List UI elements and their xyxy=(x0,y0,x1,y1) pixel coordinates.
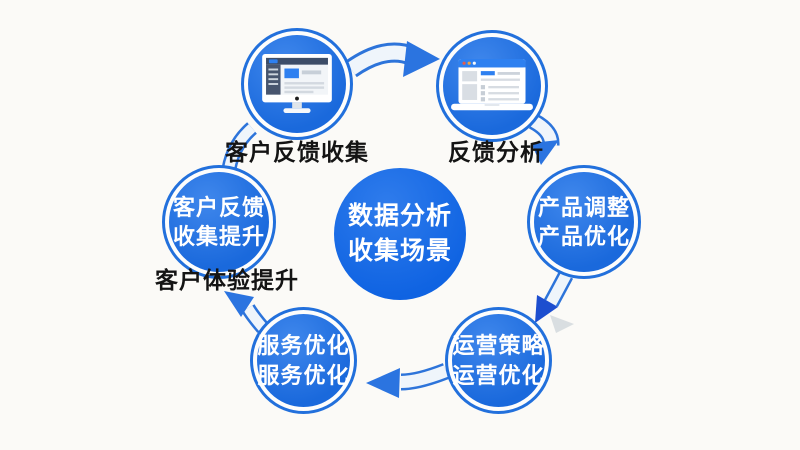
node-product-adjustment: 产品调整 产品优化 xyxy=(527,165,641,279)
arrow-top xyxy=(345,41,440,78)
center-line2: 收集场景 xyxy=(347,237,452,265)
label-customer-experience-improvement: 客户体验提升 xyxy=(155,267,299,293)
node-right-line2: 产品优化 xyxy=(537,224,630,249)
node-feedback-analysis xyxy=(436,30,548,142)
node-bottom-right-line1: 运营策略 xyxy=(452,333,545,359)
node-left-line2: 收集提升 xyxy=(172,224,265,249)
node-right-line1: 产品调整 xyxy=(537,194,630,220)
node-service-optimization: 服务优化 服务优化 xyxy=(250,307,357,414)
laptop-browser-icon xyxy=(443,37,541,135)
label-customer-feedback-collection: 客户反馈收集 xyxy=(225,139,369,165)
node-bottom-right-line2: 运营优化 xyxy=(452,362,545,388)
node-bottom-left-line2: 服务优化 xyxy=(257,362,350,388)
node-left-line1: 客户反馈 xyxy=(172,194,265,220)
center-node-data-analysis: 数据分析 收集场景 xyxy=(334,168,466,300)
node-customer-feedback-collection xyxy=(241,28,353,140)
arrow-right-lower xyxy=(535,271,574,333)
node-operation-strategy: 运营策略 运营优化 xyxy=(445,307,552,414)
label-feedback-analysis: 反馈分析 xyxy=(448,139,544,165)
arrow-left-lower xyxy=(224,291,269,333)
arrow-bottom xyxy=(366,363,450,398)
node-customer-feedback-improvement: 客户反馈 收集提升 xyxy=(162,165,276,279)
desktop-monitor-icon xyxy=(248,35,346,133)
node-bottom-left-line1: 服务优化 xyxy=(257,333,350,359)
center-line1: 数据分析 xyxy=(347,202,452,230)
